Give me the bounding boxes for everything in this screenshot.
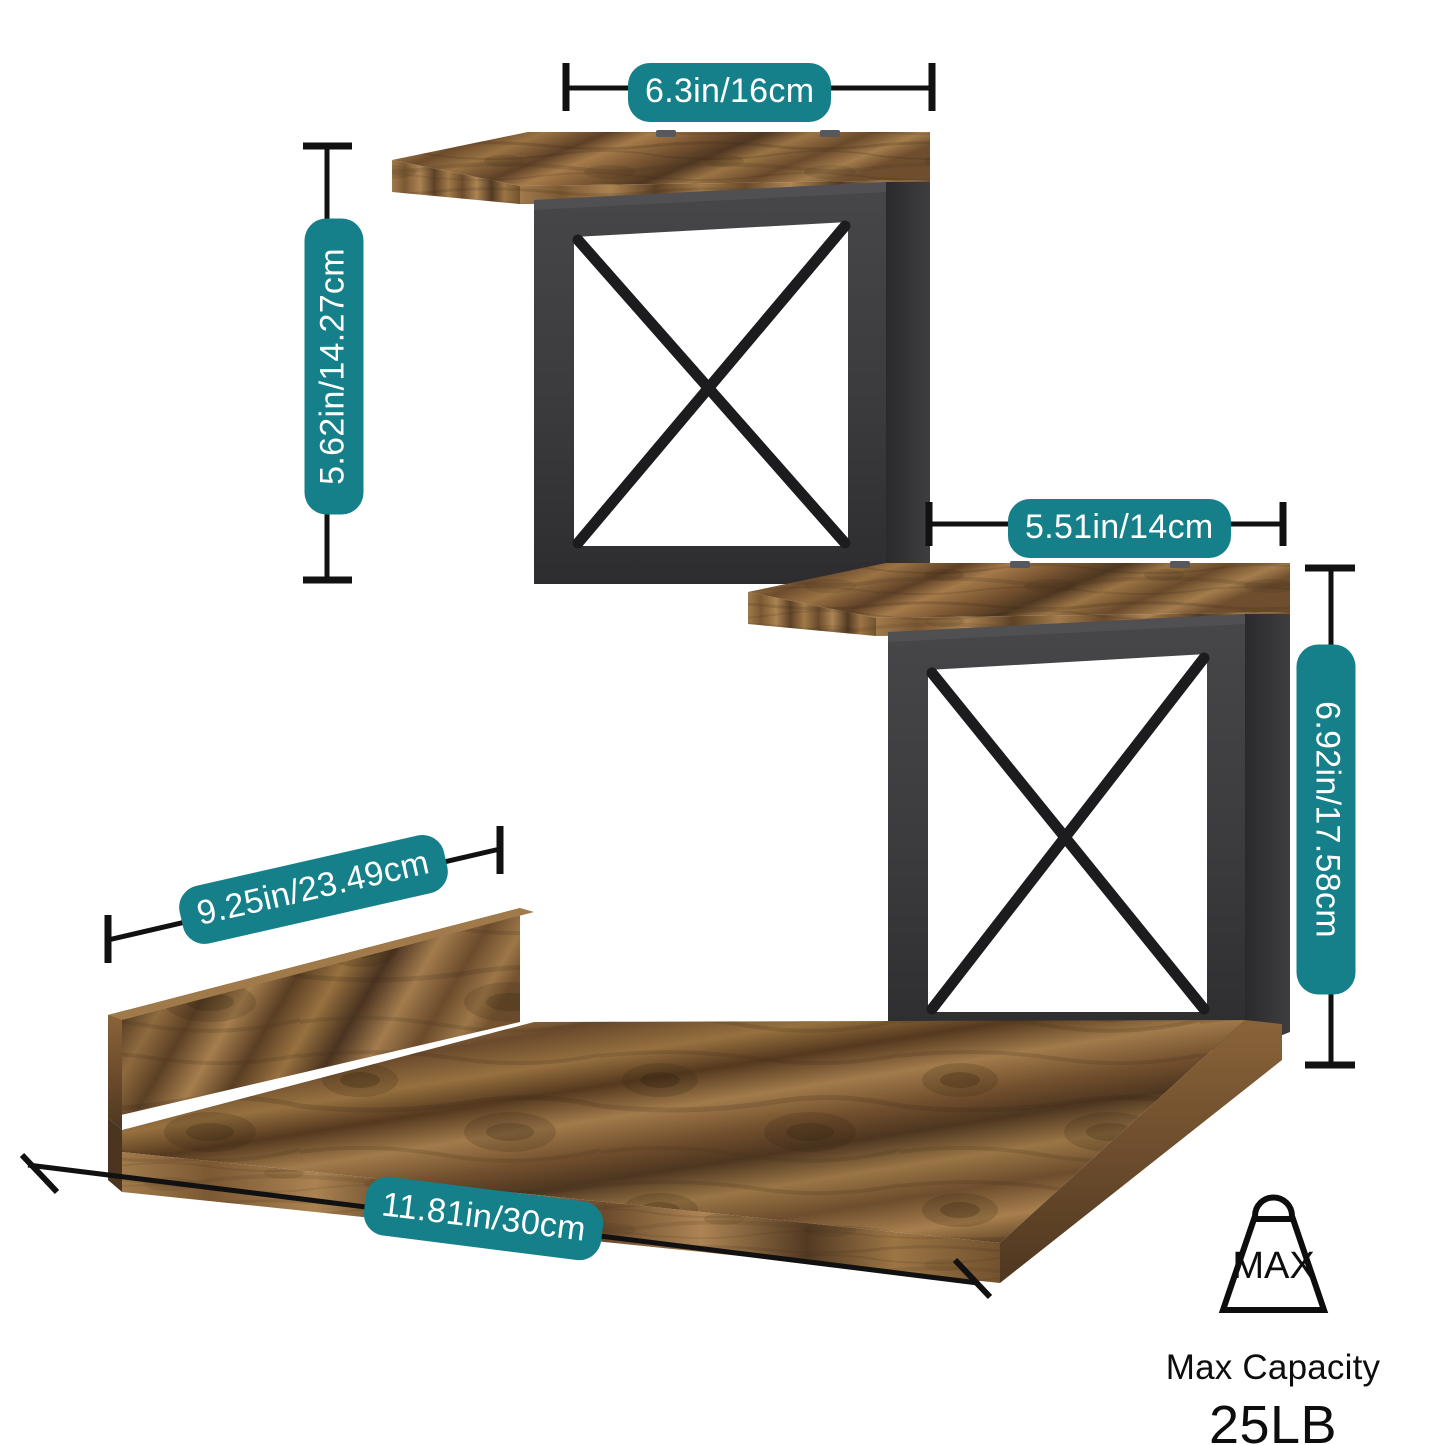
max-capacity-value: 25LB [1208,1395,1338,1445]
top-shelf-edge-grain [392,160,520,204]
shelf-nub [1010,561,1030,568]
max-weight-icon: MAX [1218,1194,1329,1313]
upper-frame-x-brace [572,220,851,549]
dimension-label-upper-height: 5.62in/14.27cm [304,218,364,515]
weight-handle-icon [1252,1194,1295,1217]
max-capacity-block: MAX Max Capacity 25LB [1128,1188,1418,1445]
shelf-nub [820,130,840,137]
base-right-edge [1000,1020,1282,1283]
middle-shelf-edge-grain [748,592,876,636]
dimension-label-middle-shelf-width: 5.51in/14cm [1008,499,1231,558]
base-surface-grain [122,1020,1245,1243]
top-shelf-grain [392,132,930,186]
max-capacity-label: Max Capacity [1165,1348,1381,1387]
upper-frame-highlight [534,182,886,210]
lower-frame [888,614,1290,1050]
base-left-end [108,1118,122,1192]
upper-frame [534,182,930,584]
base-rail-top-edge [108,908,534,1020]
middle-shelf-grain [748,563,1290,618]
base-rail-end-cap [108,1015,122,1130]
upper-frame-right-panel [886,182,930,584]
shelf-nub [656,130,676,137]
weight-icon-text: MAX [1232,1245,1314,1287]
shelf-nub [1170,561,1190,568]
dimension-label-lower-height: 6.92in/17.58cm [1296,644,1356,995]
dimension-label-top-shelf-width: 6.3in/16cm [628,63,832,122]
lower-frame-right-panel [1245,614,1290,1050]
weight-body-icon [1218,1216,1329,1313]
lower-frame-highlight [888,614,1245,642]
base-shelf [108,908,1282,1283]
base-rail-grain [108,908,520,1118]
lower-frame-x-brace [926,652,1210,1015]
